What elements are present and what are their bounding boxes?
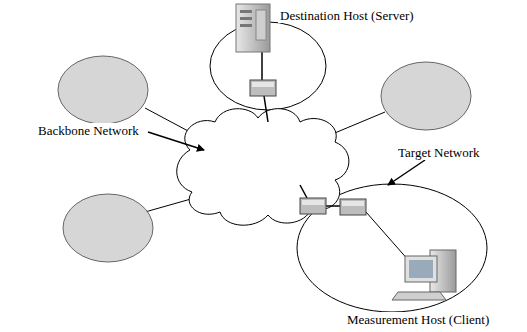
target-network	[297, 184, 487, 312]
network-label: Target Network	[396, 145, 482, 160]
host-label: Measurement Host (Client)	[345, 312, 491, 327]
network-ellipse	[63, 194, 153, 262]
server-icon	[236, 4, 270, 52]
router-icon	[340, 199, 366, 215]
backbone-cloud	[177, 109, 349, 226]
host-label: Destination Host (Server)	[278, 8, 416, 23]
client-pc-icon	[392, 250, 456, 300]
network-ellipse	[58, 56, 148, 124]
network-label: Backbone Network	[36, 123, 141, 138]
router-icon	[300, 198, 326, 214]
network-ellipse	[381, 62, 471, 130]
router-icon	[250, 80, 276, 96]
